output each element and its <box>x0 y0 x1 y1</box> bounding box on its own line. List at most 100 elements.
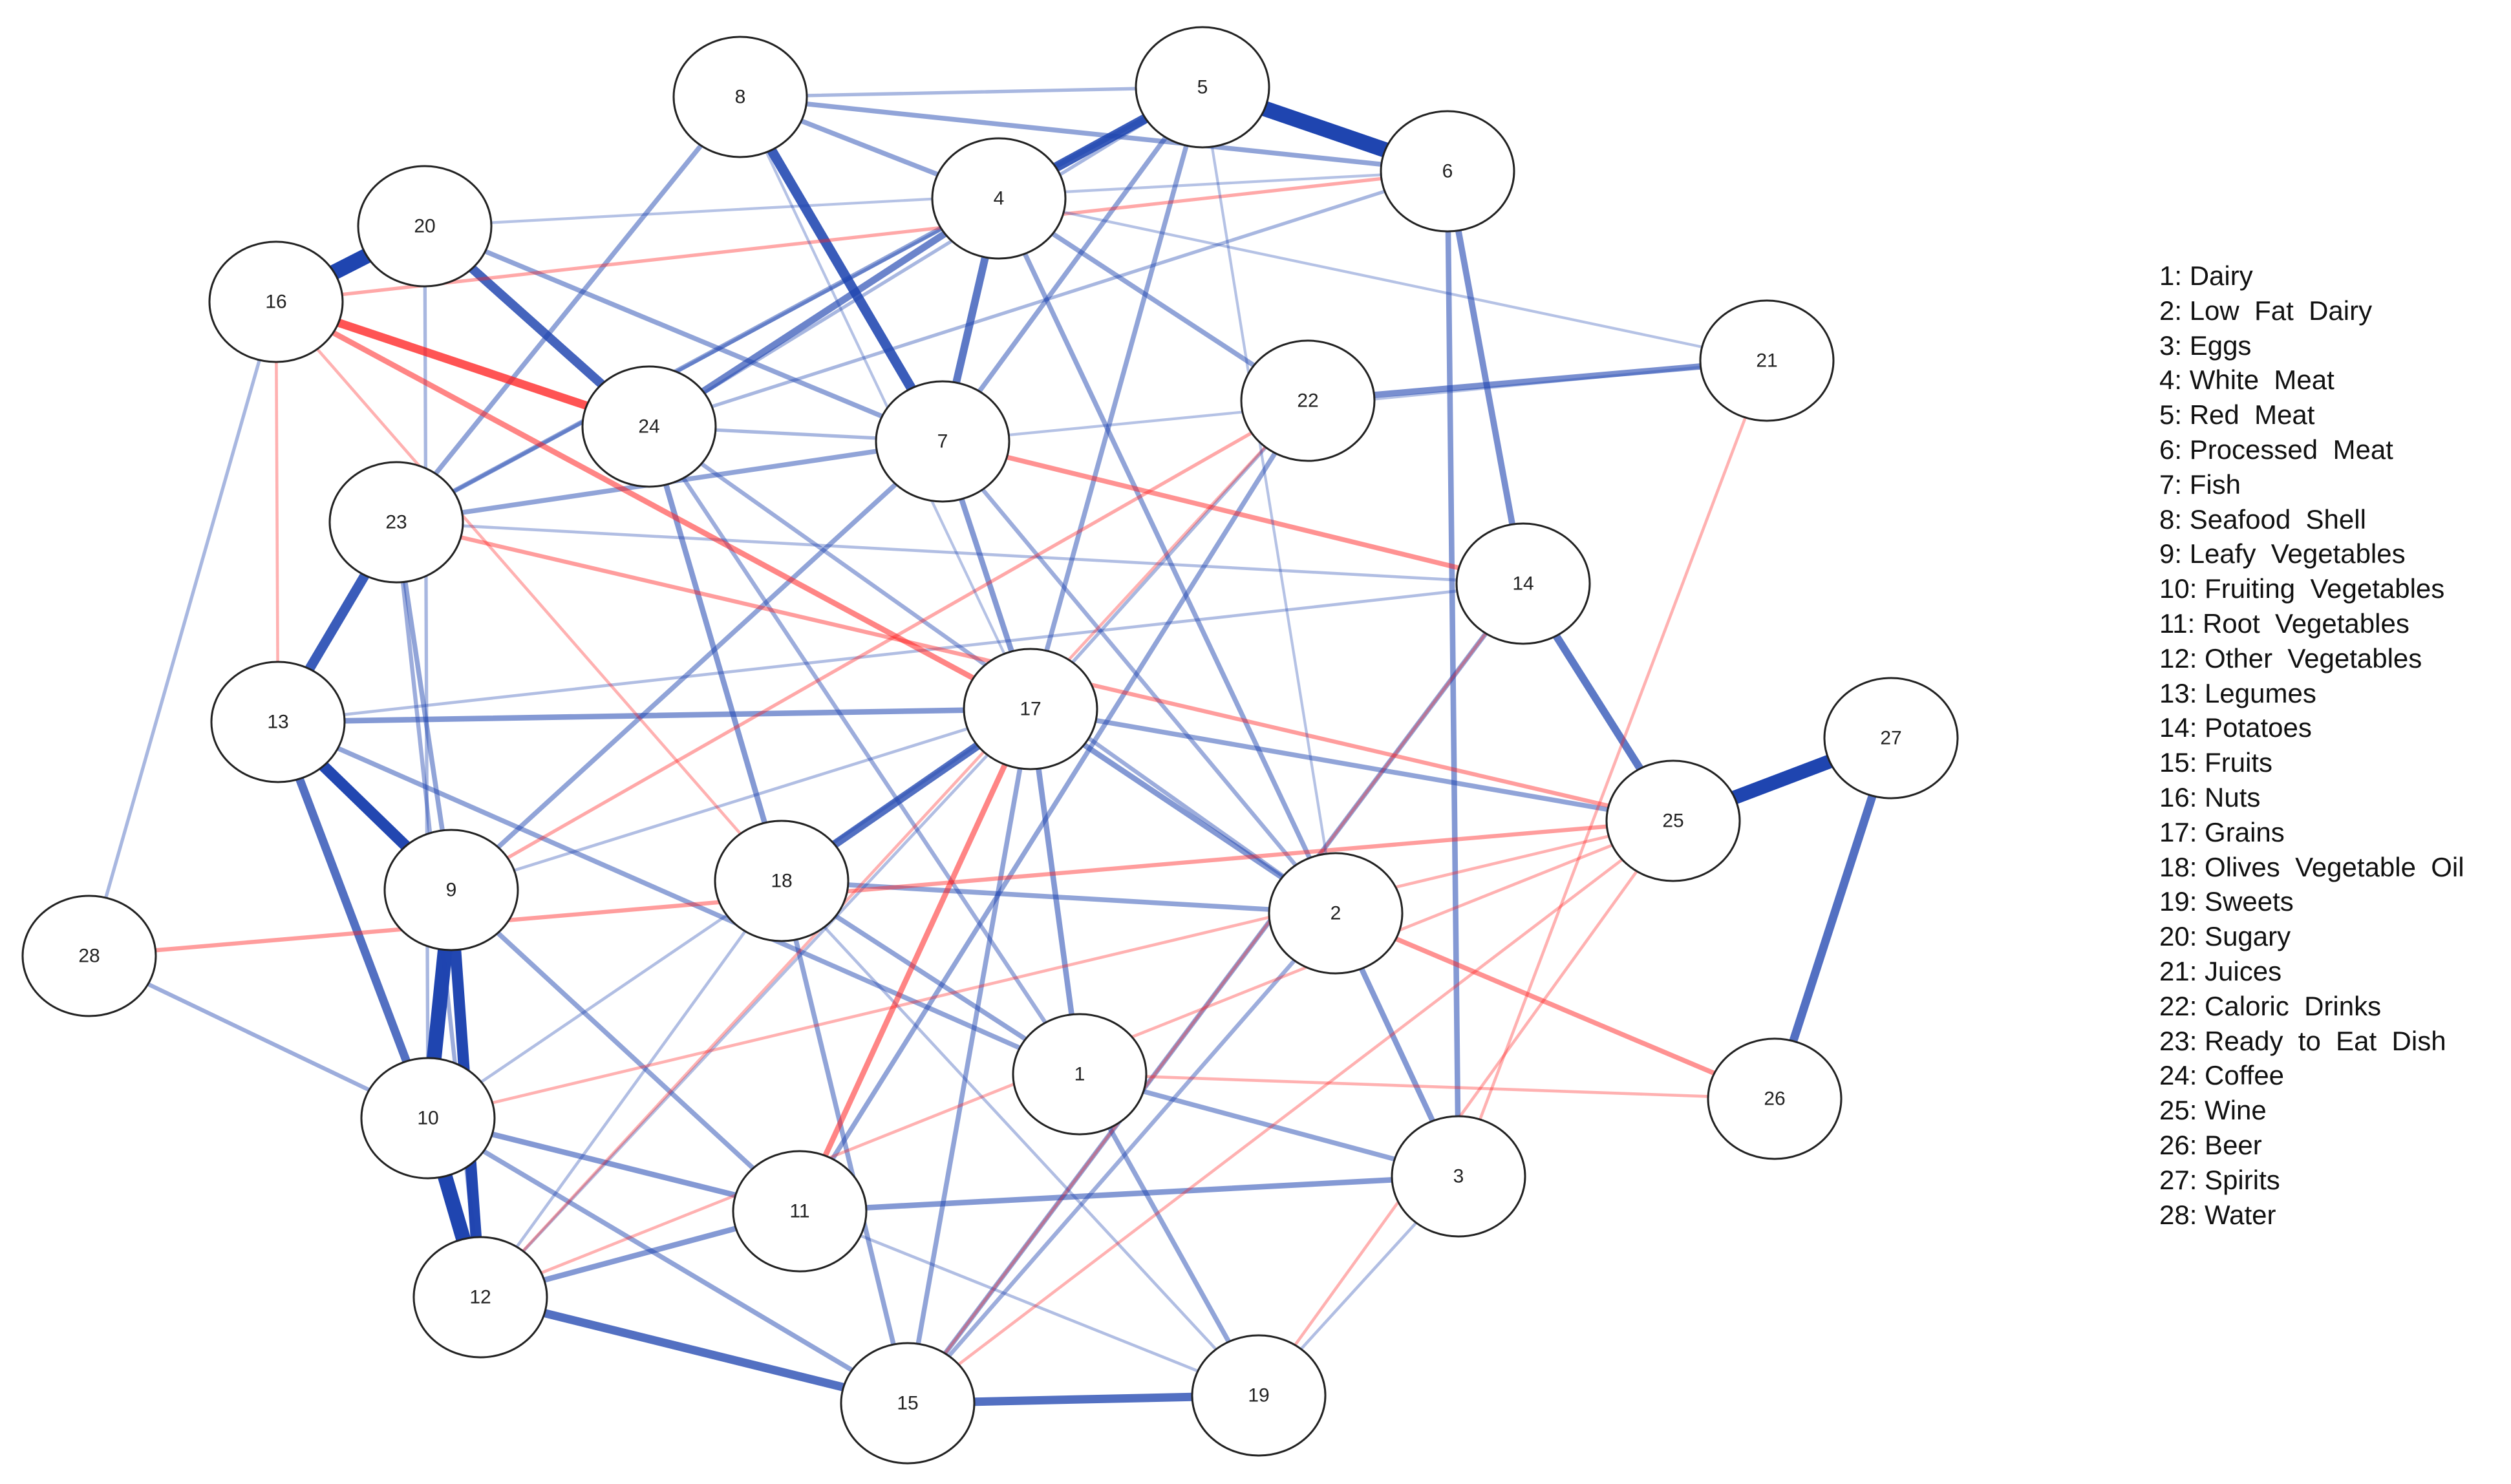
edge-20-10 <box>423 224 430 1120</box>
edge-18-19 <box>780 879 1261 1397</box>
node-circle-12 <box>412 1236 548 1359</box>
legend-item-28: 28: Water <box>2159 1199 2276 1230</box>
edge-5-7 <box>940 85 1205 444</box>
node-label-20: 20 <box>414 216 435 237</box>
node-4: 4 <box>931 137 1067 260</box>
node-12: 12 <box>412 1236 548 1359</box>
node-circle-8 <box>672 36 808 158</box>
legend-item-27: 27: Spirits <box>2159 1164 2280 1195</box>
legend-item-23: 23: Ready to Eat Dish <box>2159 1025 2446 1056</box>
edge-9-11 <box>449 887 802 1214</box>
edge-13-10 <box>273 717 433 1123</box>
node-23: 23 <box>328 461 464 584</box>
edge-24-18 <box>646 423 785 884</box>
node-label-1: 1 <box>1074 1064 1085 1085</box>
edge-11-19 <box>798 1209 1261 1397</box>
legend-item-13: 13: Legumes <box>2159 677 2316 708</box>
edge-19-25 <box>1257 819 1675 1397</box>
node-label-22: 22 <box>1297 390 1318 412</box>
legend-item-2: 2: Low Fat Dairy <box>2159 295 2373 326</box>
node-16: 16 <box>208 240 344 363</box>
node-circle-14 <box>1455 522 1591 645</box>
legend-item-16: 16: Nuts <box>2159 781 2261 812</box>
edge-12-17 <box>478 707 1032 1299</box>
node-label-13: 13 <box>267 712 288 733</box>
node-label-7: 7 <box>937 431 948 452</box>
legend-item-17: 17: Grains <box>2159 816 2285 847</box>
nodes-layer: 1234567891011121314151617181920212223242… <box>21 26 1959 1465</box>
node-label-21: 21 <box>1756 350 1777 372</box>
edge-1-26 <box>1078 1072 1777 1101</box>
edge-16-17 <box>273 299 1034 712</box>
edge-24-1 <box>646 424 1082 1077</box>
edge-22-11 <box>797 398 1310 1214</box>
node-label-8: 8 <box>735 87 746 108</box>
edge-17-25 <box>1028 706 1676 823</box>
edge-16-6 <box>274 169 1449 304</box>
edge-23-9 <box>394 520 454 893</box>
edge-5-23 <box>394 85 1205 525</box>
node-3: 3 <box>1391 1115 1526 1238</box>
node-circle-19 <box>1191 1334 1327 1457</box>
legend-item-14: 14: Potatoes <box>2159 712 2312 743</box>
legend-item-12: 12: Other Vegetables <box>2159 642 2422 673</box>
legend-item-5: 5: Red Meat <box>2159 399 2315 430</box>
node-circle-22 <box>1240 339 1376 462</box>
legend-item-24: 24: Coffee <box>2159 1060 2285 1091</box>
edge-16-28 <box>87 300 278 958</box>
edge-13-1 <box>275 719 1082 1077</box>
legend-item-26: 26: Beer <box>2159 1129 2262 1160</box>
edge-3-21 <box>1457 359 1769 1178</box>
node-circle-13 <box>210 661 346 783</box>
legend-item-25: 25: Wine <box>2159 1095 2267 1126</box>
edge-6-3 <box>1444 168 1462 1180</box>
node-circle-28 <box>21 895 157 1017</box>
node-27: 27 <box>1823 677 1959 800</box>
node-circle-7 <box>875 380 1010 503</box>
legend-item-22: 22: Caloric Drinks <box>2159 990 2382 1021</box>
node-28: 28 <box>21 895 157 1017</box>
edge-8-7 <box>735 92 948 447</box>
node-label-23: 23 <box>385 512 407 533</box>
node-circle-18 <box>714 820 849 942</box>
edge-9-22 <box>449 399 1310 892</box>
edge-7-2 <box>940 439 1338 916</box>
node-20: 20 <box>357 165 493 288</box>
node-label-17: 17 <box>1020 699 1041 720</box>
node-circle-20 <box>357 165 493 288</box>
node-label-19: 19 <box>1248 1385 1269 1406</box>
node-label-15: 15 <box>897 1393 918 1414</box>
legend-item-7: 7: Fish <box>2159 469 2241 500</box>
node-circle-5 <box>1135 26 1270 149</box>
edge-4-21 <box>997 196 1769 363</box>
edge-17-1 <box>1027 706 1083 1077</box>
edge-12-15 <box>476 1293 912 1408</box>
node-circle-21 <box>1699 299 1835 422</box>
edge-17-15 <box>905 706 1033 1406</box>
edge-23-14 <box>394 520 1525 586</box>
node-circle-26 <box>1707 1037 1843 1160</box>
edge-12-18 <box>478 879 784 1299</box>
edge-27-26 <box>1770 734 1896 1103</box>
node-circle-4 <box>931 137 1067 260</box>
node-label-27: 27 <box>1880 728 1901 749</box>
edge-4-23 <box>394 196 1001 524</box>
node-label-9: 9 <box>446 880 457 901</box>
edge-4-2 <box>996 196 1338 916</box>
node-21: 21 <box>1699 299 1835 422</box>
edge-15-25 <box>906 819 1675 1405</box>
node-circle-15 <box>840 1342 976 1465</box>
node-label-3: 3 <box>1453 1166 1464 1187</box>
edge-10-15 <box>425 1116 910 1406</box>
legend-item-8: 8: Seafood Shell <box>2159 504 2366 535</box>
node-label-12: 12 <box>469 1287 491 1308</box>
edge-5-2 <box>1201 85 1338 915</box>
node-label-14: 14 <box>1512 573 1533 595</box>
node-22: 22 <box>1240 339 1376 462</box>
node-10: 10 <box>360 1057 496 1180</box>
edge-28-25 <box>87 818 1676 959</box>
node-label-25: 25 <box>1662 811 1683 832</box>
node-label-5: 5 <box>1197 77 1208 98</box>
edge-14-15 <box>905 581 1526 1406</box>
